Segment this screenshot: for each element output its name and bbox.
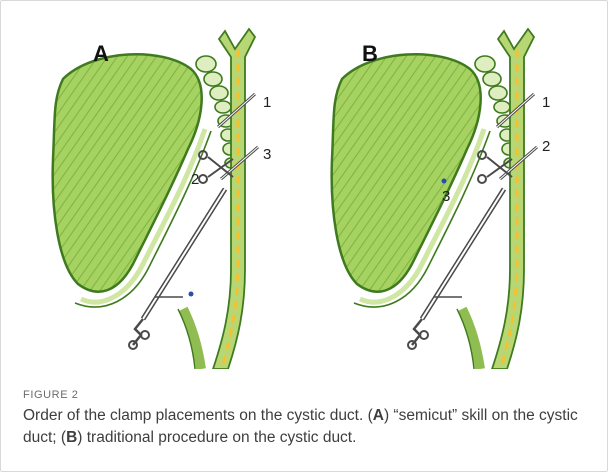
panel-b-letter: B [362,41,378,66]
panel-a: A 1 3 2 [53,29,272,369]
panel-b-drawing [332,29,537,369]
panel-a-drawing [53,29,258,369]
caption-ref-a: A [373,407,384,424]
panel-a-number-2: 2 [191,171,199,188]
figure-caption: FIGURE 2 Order of the clamp placements o… [23,389,593,449]
panel-b-marker-dot [442,179,447,184]
panel-a-marker-dot [189,292,194,297]
caption-text: Order of the clamp placements on the cys… [23,405,593,449]
panel-b-number-3: 3 [442,188,450,205]
caption-ref-b: B [66,429,77,446]
panel-b: B 1 2 3 [332,29,551,369]
caption-part: Order of the clamp placements on the cys… [23,407,373,424]
panel-b-number-2: 2 [542,138,550,155]
figure-label: FIGURE 2 [23,389,593,401]
panel-a-number-3: 3 [263,146,271,163]
panel-b-number-1: 1 [542,94,550,111]
panel-a-number-1: 1 [263,94,271,111]
caption-part: ) traditional procedure on the cystic du… [77,429,356,446]
panel-a-letter: A [93,41,109,66]
figure-illustration: A 1 3 2 B 1 2 3 [9,9,601,369]
